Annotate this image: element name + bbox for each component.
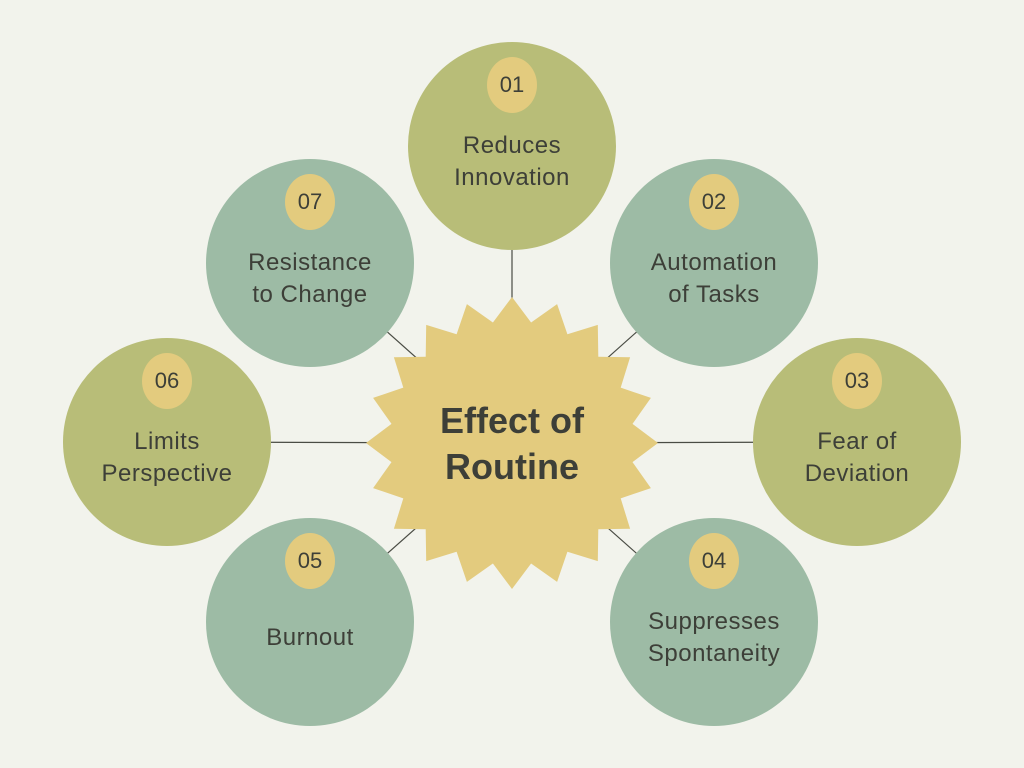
node-number-badge: 05 [285, 533, 335, 589]
node-label-line: Suppresses [648, 608, 780, 635]
node-number-badge: 07 [285, 174, 335, 230]
node-label-line: to Change [252, 281, 368, 308]
node-label-line: Spontaneity [647, 640, 781, 667]
node-label-line: Limits [134, 428, 200, 455]
node-label-line: Burnout [266, 624, 354, 651]
node-number-badge: 06 [142, 353, 192, 409]
node-label: Fear of Deviation [763, 418, 951, 498]
node-number-badge: 04 [689, 533, 739, 589]
node-label-line: Fear of [817, 428, 897, 455]
node-label: Automation of Tasks [620, 239, 808, 319]
center-title: Effect of Routine [392, 398, 632, 490]
center-starburst [366, 297, 658, 589]
center-title-line-1: Effect of [440, 400, 584, 441]
node-label-line: Innovation [454, 164, 570, 191]
node-label-line: Automation [650, 249, 778, 276]
node-label-line: of Tasks [668, 281, 760, 308]
node-label-line: Resistance [248, 249, 372, 276]
node-number-badge: 03 [832, 353, 882, 409]
node-label-line: Reduces [462, 132, 562, 159]
node-label-line: Deviation [804, 460, 910, 487]
node-label-line: Perspective [101, 460, 233, 487]
node-number-badge: 01 [487, 57, 537, 113]
node-number-badge: 02 [689, 174, 739, 230]
node-label: Resistance to Change [216, 239, 404, 319]
node-label: Burnout [216, 598, 404, 678]
center-title-line-2: Routine [445, 446, 579, 487]
